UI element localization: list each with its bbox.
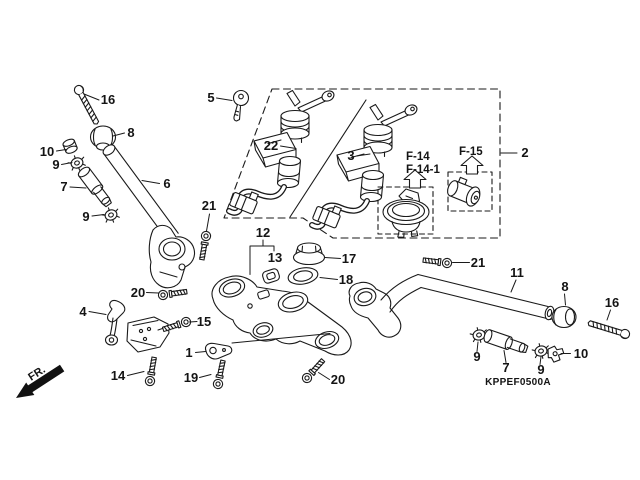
part-handle-pipe-left <box>102 144 196 289</box>
part-handle-pipe-right <box>348 273 555 338</box>
part-lock-clip-right <box>547 345 565 363</box>
leader-lines <box>56 93 611 380</box>
callout-13: 13 <box>268 250 282 265</box>
callout-12: 12 <box>256 225 270 240</box>
callout-2: 2 <box>521 145 528 160</box>
callout-20-bottom: 20 <box>331 372 345 387</box>
region-divider-line <box>289 99 367 218</box>
callout-10-right: 10 <box>574 346 588 361</box>
part-bolt-21-right <box>422 254 453 269</box>
part-bar-end-cap-left <box>89 125 117 151</box>
callout-19: 19 <box>184 370 198 385</box>
callout-15: 15 <box>197 314 211 329</box>
part-stem-nut-17 <box>292 242 326 266</box>
part-wire-clamp-4 <box>104 300 126 346</box>
part-bar-weight-right <box>482 328 530 357</box>
callout-20-left: 20 <box>131 285 145 300</box>
part-bolt-14 <box>144 356 160 387</box>
callout-14: 14 <box>111 368 126 383</box>
callout-8-left: 8 <box>127 125 134 140</box>
callout-18: 18 <box>339 272 353 287</box>
callout-9-right-lower: 9 <box>537 362 544 377</box>
callout-6: 6 <box>163 176 170 191</box>
f15-up-arrow-icon <box>460 155 484 175</box>
callout-11: 11 <box>510 265 524 280</box>
callout-9-right-upper: 9 <box>473 349 480 364</box>
part-rubber-13 <box>262 268 280 284</box>
callout-9-left-upper: 9 <box>52 157 59 172</box>
part-bar-end-screw-left <box>72 83 102 127</box>
callout-3: 3 <box>347 148 354 163</box>
part-pinch-bolt-bottom <box>299 356 328 386</box>
callout-9-left-lower: 9 <box>82 209 89 224</box>
callout-1: 1 <box>185 345 192 360</box>
part-washer-18 <box>287 267 319 285</box>
callout-21-right: 21 <box>471 255 485 270</box>
fr-direction-arrow: FR. <box>16 364 65 398</box>
callout-7-left: 7 <box>60 179 67 194</box>
part-ignition-switch-22 <box>229 89 336 214</box>
callout-17: 17 <box>342 251 356 266</box>
part-stay-bracket <box>126 316 170 353</box>
callout-21-left: 21 <box>202 198 216 213</box>
callout-7-right: 7 <box>502 360 509 375</box>
part-plate-1 <box>204 342 233 360</box>
part-bolt-21-left <box>196 230 212 261</box>
callout-22: 22 <box>264 138 278 153</box>
part-pinch-bolt-left <box>157 286 188 301</box>
ref-label-f14-1: F-14-1 <box>406 164 440 176</box>
callout-16-left: 16 <box>101 92 115 107</box>
part-lock-nut-left <box>62 138 78 154</box>
part-key-5 <box>232 89 250 122</box>
part-bar-end-screw-right <box>586 317 632 341</box>
part-seat-lock-cylinder <box>447 176 481 207</box>
callout-16-right: 16 <box>605 295 619 310</box>
callout-5: 5 <box>207 90 214 105</box>
callout-4: 4 <box>79 304 87 319</box>
ref-label-f14: F-14 <box>406 151 430 163</box>
diagram-code: KPPEF0500A <box>485 377 551 388</box>
part-bolt-19 <box>211 359 229 391</box>
callout-10-left: 10 <box>40 144 54 159</box>
fuel-cap-dashed-box <box>377 186 434 235</box>
part-bar-end-cap-right <box>551 305 577 329</box>
f14-up-arrow-icon <box>403 169 427 189</box>
callout-8-right: 8 <box>561 279 568 294</box>
ref-label-f15: F-15 <box>459 146 483 158</box>
part-fuel-cap <box>382 188 430 238</box>
part-bar-weight-left <box>76 164 115 210</box>
